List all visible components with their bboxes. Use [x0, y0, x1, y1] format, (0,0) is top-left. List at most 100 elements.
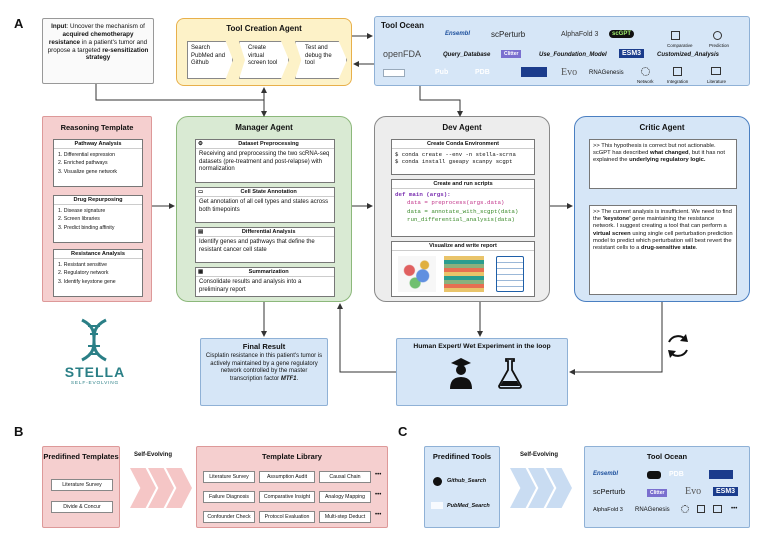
use-foundation-model-label: Use_Foundation_Model — [539, 52, 607, 58]
literature-label: Literature — [707, 79, 727, 84]
critic-title: Critic Agent — [639, 123, 685, 132]
group-item: 2. Screen libraries — [58, 216, 100, 223]
group-item: 3. Visualize gene network — [58, 168, 118, 175]
bio-icon — [383, 69, 405, 77]
critic-bold: what changed — [649, 150, 689, 157]
esm3-logo: ESM3 — [713, 487, 739, 496]
template-item: Divide & Concur — [51, 501, 113, 513]
critic-text: >> This hypothesis is correct but not ac… — [593, 143, 716, 157]
script-title: Create and run scripts — [392, 180, 534, 189]
reasoning-group-drug: Drug Repurposing 1. Disease signature 2.… — [53, 195, 143, 243]
alphafold-logo: AlphaFold 3 — [593, 507, 623, 513]
code-line-3: run_differential_analysis(data) — [407, 216, 515, 224]
template-library-title: Template Library — [262, 452, 322, 461]
library-item: Literature Survey — [203, 471, 255, 483]
env-line: $ conda create --env -n stella-scrna — [395, 151, 516, 158]
tool-ocean-c: Tool Ocean Ensembl PDB scPerturb Clitter… — [584, 446, 750, 528]
group-item: 3. Identify keystone gene — [58, 278, 116, 285]
critic-bold: virtual screen — [593, 230, 631, 237]
library-item: Multi-step Deduct — [319, 511, 371, 523]
group-item: 3. Predict binding affinity — [58, 224, 115, 231]
evo-logo: Evo — [685, 486, 702, 497]
tool-ocean-c-title: Tool Ocean — [646, 452, 688, 461]
final-bold: MTF1 — [280, 375, 297, 382]
more-ellipsis: ••• — [375, 512, 382, 518]
more-ellipsis: ••• — [375, 492, 382, 498]
network-icon — [641, 67, 650, 76]
manager-section-dataset: ⚙Dataset Preprocessing Receiving and pre… — [195, 139, 335, 183]
final-text: Cisplatin resistance in this patient's t… — [205, 353, 323, 382]
library-item: Protocol Evaluation — [259, 511, 315, 523]
panel-letter-b: B — [14, 424, 24, 439]
dev-title: Dev Agent — [442, 123, 482, 132]
report-icon — [496, 256, 524, 292]
reasoning-title: Reasoning Template — [60, 123, 134, 132]
pubmed-icon — [431, 502, 443, 509]
clitter-logo: Clitter — [647, 489, 668, 497]
manager-agent: Manager Agent ⚙Dataset Preprocessing Rec… — [176, 116, 352, 302]
code-line-def: def main (args): — [395, 191, 451, 198]
network-icon — [681, 505, 689, 513]
critic-bold: 'keystone' — [602, 216, 631, 223]
input-label: Input — [51, 23, 67, 30]
input-text-1: Uncover the mechanism of — [69, 23, 145, 30]
critic-text: gene maintaining the resistance network.… — [593, 216, 727, 230]
tool-creation-agent: Tool Creation Agent Search PubMed and Gi… — [176, 18, 352, 86]
group-title: Resistance Analysis — [54, 250, 142, 259]
env-line: $ conda install gseapy scanpy scgpt — [395, 157, 513, 165]
stella-tag: SELF-EVOLVING — [70, 381, 120, 386]
more-ellipsis: ••• — [731, 506, 738, 512]
library-item: Comparative Insight — [259, 491, 315, 503]
panel-letter-a: A — [14, 16, 24, 31]
dataset-icon: ⚙ — [198, 141, 204, 147]
stella-name: STELLA — [64, 364, 126, 380]
final-text: . — [296, 375, 299, 382]
ensembl-logo: Ensembl — [445, 31, 471, 37]
tool-step-3: Test and debug the tool — [295, 41, 347, 79]
predefined-tools: Predifined Tools Github_Search PubMed_Se… — [424, 446, 500, 528]
dev-viz: Visualize and write report — [391, 241, 535, 297]
library-item: Assumption Audit — [259, 471, 315, 483]
reasoning-group-pathway: Pathway Analysis 1. Differential express… — [53, 139, 143, 187]
final-result: Final Result Cisplatin resistance in thi… — [200, 338, 328, 406]
predefined-templates-title: Predifined Templates — [43, 452, 119, 461]
section-text: Identify genes and pathways that define … — [199, 239, 315, 253]
template-item: Literature Survey — [51, 479, 113, 491]
literature-icon — [713, 505, 722, 513]
critic-comment-2: >> The current analysis is insufficient.… — [589, 205, 737, 295]
section-text: Consolidate results and analysis into a … — [199, 279, 302, 293]
pubmed-search-label: PubMed_Search — [447, 503, 490, 509]
reasoning-group-resistance: Resistance Analysis 1. Resistant sensiti… — [53, 249, 143, 297]
customized-analysis-label: Customized_Analysis — [657, 52, 720, 58]
library-item: Confounder Check — [203, 511, 255, 523]
literature-icon — [711, 67, 721, 75]
prediction-icon — [713, 31, 722, 40]
group-title: Pathway Analysis — [54, 140, 142, 149]
dev-scripts: Create and run scripts def main (args): … — [391, 179, 535, 237]
input-box: Input: Uncover the mechanism of acquired… — [42, 18, 154, 84]
rnagenesis-logo: RNAGenesis — [635, 507, 670, 513]
input-text-2: in a patient's tumor and propose a targe… — [47, 38, 148, 54]
manager-title: Manager Agent — [235, 123, 293, 132]
self-evolving-label-b: Self-Evolving — [134, 452, 173, 458]
tool-ocean-a: Tool Ocean Ensembl scPerturb AlphaFold 3… — [374, 16, 750, 86]
env-title: Create Conda Environment — [392, 140, 534, 149]
panel-letter-c: C — [398, 424, 408, 439]
more-ellipsis: ••• — [375, 472, 382, 478]
dev-env: Create Conda Environment $ conda create … — [391, 139, 535, 175]
evo-logo: Evo — [561, 67, 578, 78]
section-title: Summarization — [248, 269, 289, 275]
tool-thumb-icon — [709, 470, 733, 479]
library-item: Causal Chain — [319, 471, 371, 483]
integration-label: Integration — [667, 79, 689, 84]
pdb-logo: PDB — [475, 69, 490, 76]
input-bold-2: re-sensitization strategy — [85, 46, 149, 62]
section-text: Get annotation of all cell types and sta… — [199, 199, 329, 213]
cell-icon: ▭ — [198, 189, 204, 195]
critic-bold: underlying regulatory logic. — [629, 157, 706, 164]
github-search-label: Github_Search — [447, 478, 487, 484]
heatmap-thumbnail — [444, 256, 484, 292]
group-item: 1. Resistant sensitive — [58, 262, 108, 268]
reasoning-template: Reasoning Template Pathway Analysis 1. D… — [42, 116, 152, 302]
ensembl-logo: Ensembl — [593, 471, 619, 477]
